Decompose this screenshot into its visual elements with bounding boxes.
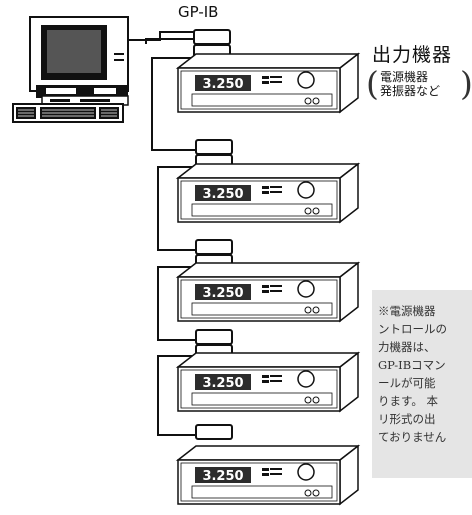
instrument-display: 3.250 (202, 187, 243, 202)
instrument-2: 3.250 (175, 162, 361, 224)
note-line: ておりません (378, 430, 447, 444)
gpib-cables (128, 31, 196, 436)
instrument-1: 3.250 (175, 52, 361, 114)
instrument-display: 3.250 (202, 376, 243, 391)
instrument-3: 3.250 (175, 261, 361, 323)
note-box: ※電源機器 ントロールの 力機器は、 GP-IBコマン ールが可能 ります。 本… (372, 290, 472, 478)
note-line: リ形式の出 (378, 412, 436, 426)
output-devices-title: 出力機器 (372, 44, 453, 66)
instrument-display: 3.250 (202, 286, 243, 301)
instrument-display: 3.250 (202, 77, 243, 92)
gpib-label: GP-IB (178, 3, 219, 21)
note-line: ールが可能 (378, 376, 436, 390)
computer-icon (12, 16, 129, 123)
instrument-4: 3.250 (175, 351, 361, 413)
note-line: ※電源機器 (378, 304, 436, 318)
instrument-5: 3.250 (175, 444, 361, 506)
example-power-supply: 電源機器 (380, 70, 429, 84)
note-line: GP-IBコマン (378, 358, 446, 372)
note-line: 力機器は、 (378, 340, 436, 354)
instrument-display: 3.250 (202, 469, 243, 484)
example-oscillator: 発振器など (380, 84, 441, 98)
close-paren: ) (460, 64, 472, 103)
note-line: ります。 本 (378, 394, 439, 408)
open-paren: ( (366, 64, 379, 103)
note-line: ントロールの (378, 322, 447, 336)
